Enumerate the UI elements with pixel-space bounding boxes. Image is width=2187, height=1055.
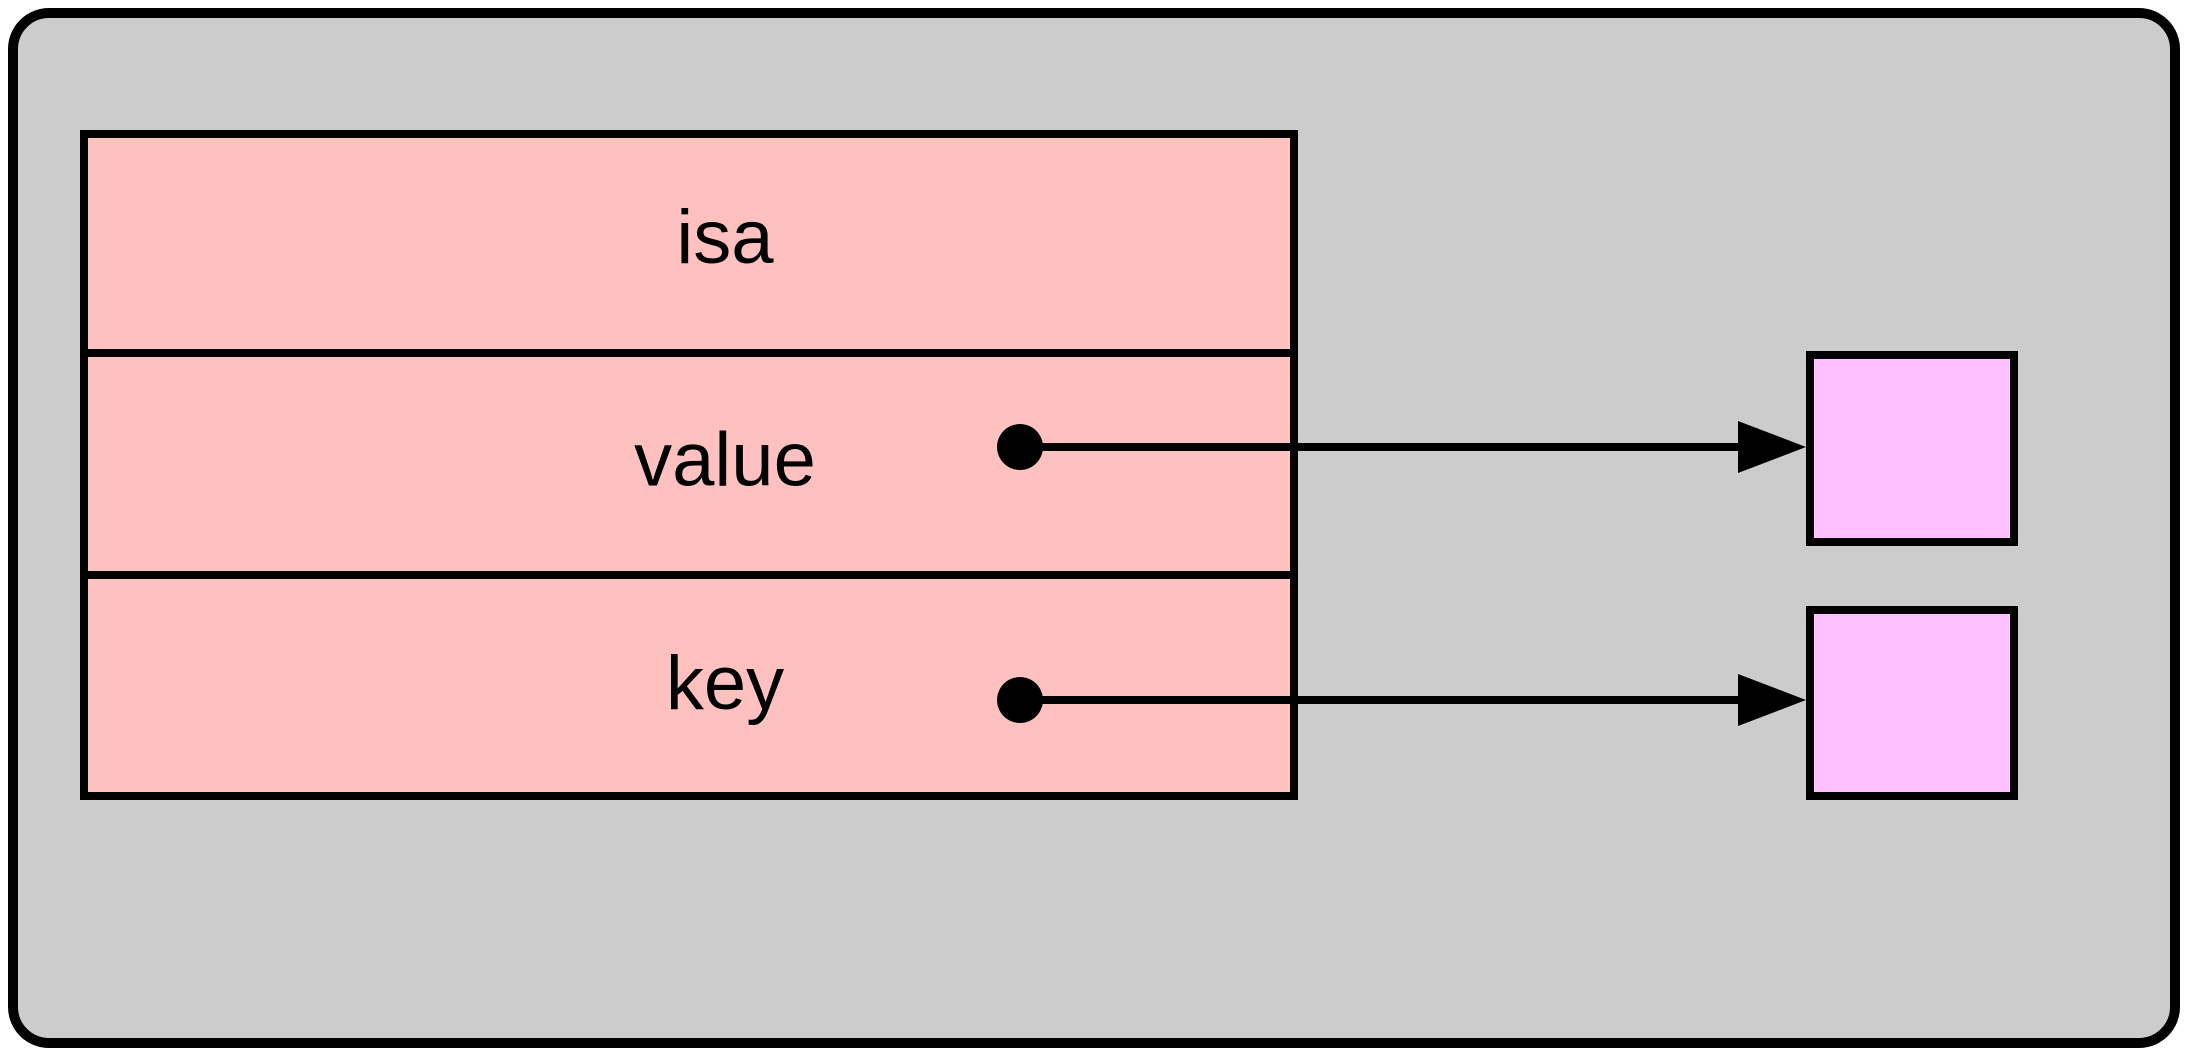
value-pointer-origin-dot-icon [997, 424, 1043, 470]
field-label-value: value [634, 418, 816, 503]
struct-box-rect [80, 130, 1298, 800]
field-label-key: key [666, 641, 784, 726]
key-pointer-arrowhead-icon [1738, 674, 1806, 726]
key-target-box [1806, 606, 2018, 800]
key-pointer-origin-dot-icon [997, 677, 1043, 723]
value-target-box [1806, 351, 2018, 546]
struct-box: isa value key [80, 130, 1298, 800]
value-pointer-arrowhead-icon [1738, 421, 1806, 473]
value-pointer-arrow [997, 421, 1806, 473]
key-pointer-arrow [997, 674, 1806, 726]
field-label-isa: isa [676, 195, 774, 280]
